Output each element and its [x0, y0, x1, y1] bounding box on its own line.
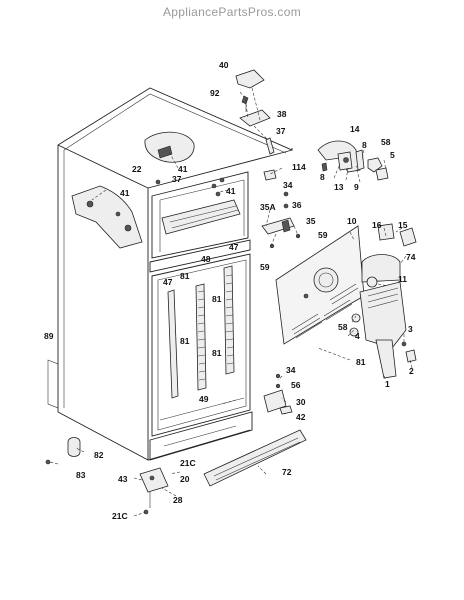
refrigerator-cabinet: [47, 87, 293, 461]
callout-41-top: 41: [178, 164, 188, 174]
callout-28: 28: [173, 495, 183, 505]
callout-37-shelf: 37: [172, 174, 182, 184]
callout-13: 13: [334, 182, 344, 192]
watermark-text: AppliancePartsPros.com: [163, 5, 301, 19]
callout-20: 20: [180, 474, 190, 484]
callout-41-mid: 41: [226, 186, 236, 196]
callout-38: 38: [277, 109, 287, 119]
callout-21C-lower: 21C: [112, 511, 128, 521]
callout-48: 48: [201, 254, 211, 264]
callout-15: 15: [398, 220, 408, 230]
callout-42: 42: [296, 412, 306, 422]
part-callouts: 40 92 38 37 14 58 8 5 8 13 9 41 22 37 11…: [44, 60, 416, 521]
callout-89: 89: [44, 331, 54, 341]
callout-43: 43: [118, 474, 128, 484]
callout-8: 8: [362, 140, 367, 150]
callout-22: 22: [132, 164, 142, 174]
callout-8-lower: 8: [320, 172, 325, 182]
callout-21C-upper: 21C: [180, 458, 196, 468]
callout-4: 4: [355, 331, 360, 341]
callout-114: 114: [292, 162, 306, 172]
callout-37: 37: [276, 126, 286, 136]
callout-34: 34: [283, 180, 293, 190]
controls-bracket-assembly: [317, 140, 389, 181]
shelf-supports: [167, 265, 235, 399]
callout-49: 49: [199, 394, 209, 404]
callout-81-top: 81: [180, 271, 190, 281]
callout-81-left: 81: [180, 336, 190, 346]
fan-housing-assembly: [349, 223, 417, 379]
callout-35A: 35A: [260, 202, 276, 212]
callout-35: 35: [306, 216, 316, 226]
callout-58-lower: 58: [338, 322, 348, 332]
callout-11: 11: [398, 274, 407, 284]
callout-47-right: 47: [229, 242, 239, 252]
callout-81-mid: 81: [212, 294, 222, 304]
callout-81-right: 81: [212, 348, 222, 358]
callout-59-left: 59: [260, 262, 270, 272]
callout-30: 30: [296, 397, 306, 407]
callout-56: 56: [291, 380, 301, 390]
callout-41-side: 41: [120, 188, 130, 198]
callout-2: 2: [409, 366, 414, 376]
callout-81-panel: 81: [356, 357, 366, 367]
lower-parts: [45, 373, 307, 515]
leader-lines: [49, 87, 413, 517]
callout-92: 92: [210, 88, 220, 98]
callout-16: 16: [372, 220, 382, 230]
callout-47-left: 47: [163, 277, 173, 287]
callout-83: 83: [76, 470, 86, 480]
rear-evaporator-panel: [275, 225, 365, 345]
callout-40: 40: [219, 60, 229, 70]
callout-58: 58: [381, 137, 391, 147]
callout-36: 36: [292, 200, 302, 210]
callout-1: 1: [385, 379, 390, 389]
callout-5: 5: [390, 150, 395, 160]
callout-72: 72: [282, 467, 292, 477]
callout-9: 9: [354, 182, 359, 192]
callout-74: 74: [406, 252, 416, 262]
callout-14: 14: [350, 124, 360, 134]
callout-59-right: 59: [318, 230, 328, 240]
callout-82: 82: [94, 450, 104, 460]
top-hinge-assembly: [235, 69, 275, 155]
callout-34-lower: 34: [286, 365, 296, 375]
callout-3: 3: [408, 324, 413, 334]
callout-10: 10: [347, 216, 357, 226]
